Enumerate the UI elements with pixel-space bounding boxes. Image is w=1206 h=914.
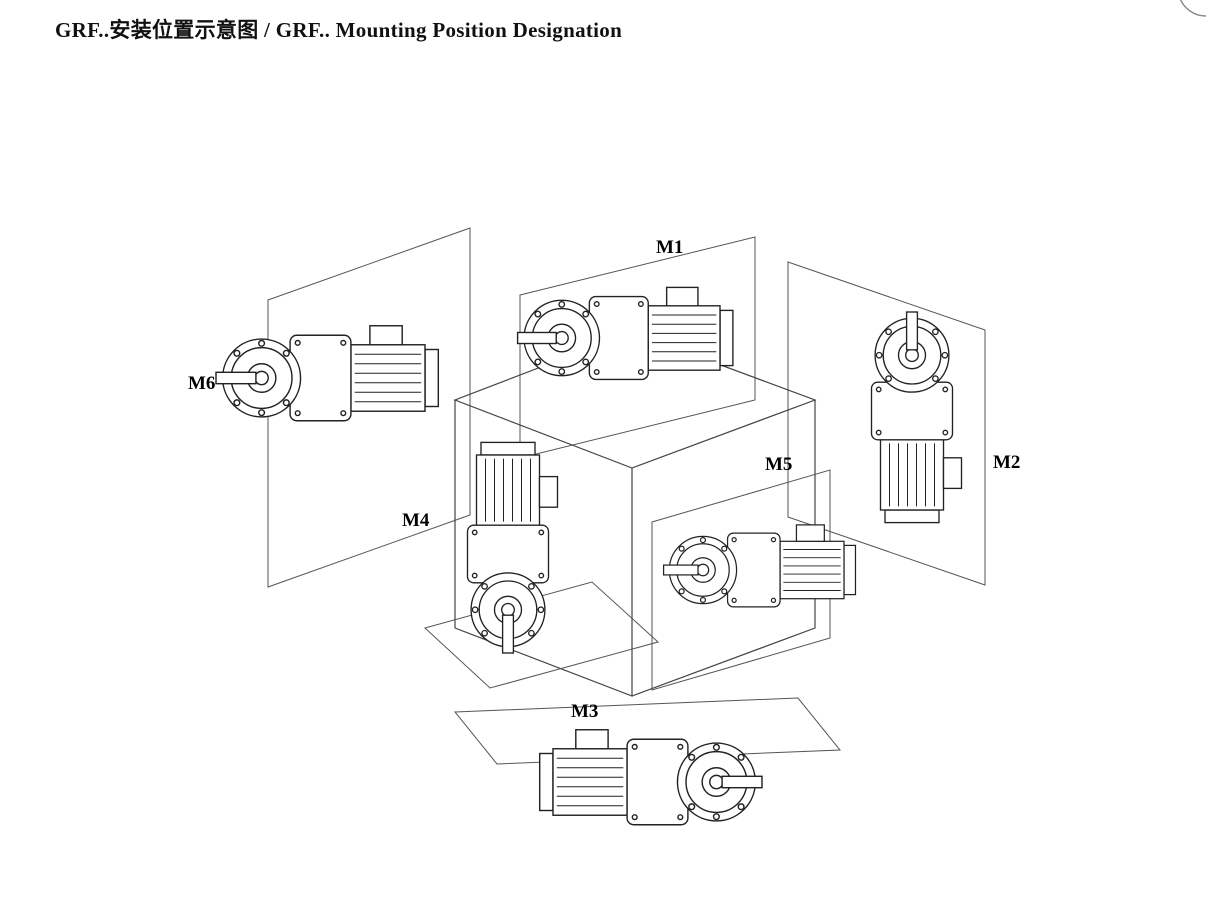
gearmotor-m5 bbox=[662, 524, 857, 608]
reference-cube bbox=[453, 331, 817, 697]
mounting-plane-m5 bbox=[651, 469, 831, 691]
page-title: GRF..安装位置示意图 / GRF.. Mounting Position D… bbox=[55, 18, 623, 42]
gearmotor-m3 bbox=[538, 729, 763, 826]
gearmotor-m6 bbox=[215, 325, 440, 422]
logo-circle bbox=[1179, 0, 1206, 17]
gearmotor-m2 bbox=[870, 311, 963, 524]
gearmotor-m1 bbox=[516, 286, 734, 381]
label-m1: M1 bbox=[656, 237, 683, 258]
cube-left-face bbox=[454, 400, 633, 697]
cube-right-face bbox=[631, 400, 816, 697]
gearmotor-m4 bbox=[466, 441, 559, 654]
label-m2: M2 bbox=[993, 452, 1020, 473]
label-m4: M4 bbox=[402, 510, 430, 531]
mounting-plane-m6 bbox=[267, 227, 471, 588]
label-m6: M6 bbox=[188, 373, 215, 394]
mounting-plane-m1 bbox=[519, 236, 756, 459]
label-m3: M3 bbox=[571, 701, 598, 722]
mounting-plane-m2 bbox=[787, 261, 986, 586]
label-m5: M5 bbox=[765, 454, 792, 475]
floor-plane-m3 bbox=[453, 697, 842, 765]
